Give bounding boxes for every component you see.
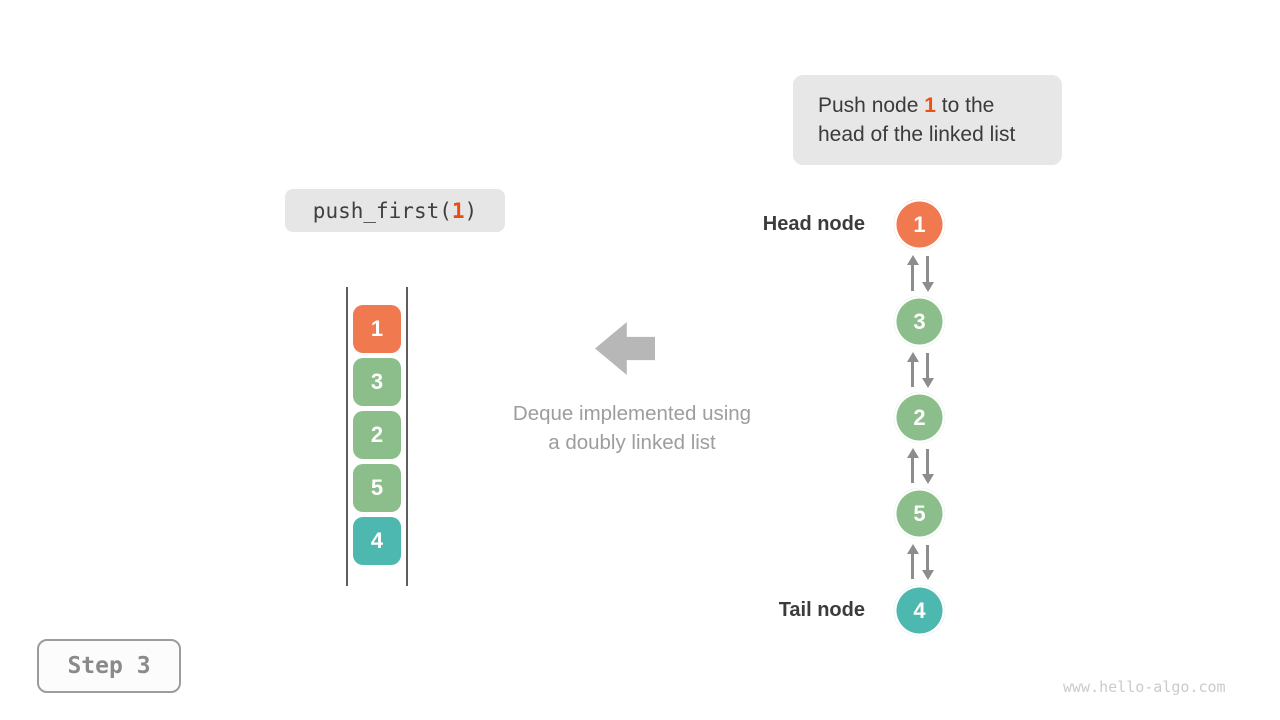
link-arrows	[905, 448, 935, 484]
deque-stack-view: 1 3 2 5 4	[346, 287, 408, 586]
link-arrows	[905, 352, 935, 388]
stack-item: 3	[353, 358, 401, 406]
explanation-line-1: Push node 1 to the	[818, 91, 1062, 120]
explanation-text: to the	[935, 94, 995, 117]
head-node-label: Head node	[762, 213, 865, 235]
arrow-down-icon	[921, 353, 934, 388]
site-watermark: www.hello-algo.com	[1063, 678, 1226, 696]
code-text: push_first(	[312, 198, 452, 223]
deque-caption: Deque implemented using a doubly linked …	[452, 399, 812, 457]
arrow-up-icon	[906, 352, 919, 387]
list-node: 1	[891, 196, 948, 253]
stack-item: 5	[353, 464, 401, 512]
operation-code-box: push_first(1)	[285, 189, 505, 232]
stack-item: 4	[353, 517, 401, 565]
arrow-up-icon	[906, 255, 919, 291]
highlighted-node-value: 1	[924, 94, 936, 117]
arrow-down-icon	[921, 545, 934, 580]
code-argument: 1	[451, 198, 465, 223]
explanation-line-2: head of the linked list	[818, 123, 1016, 146]
explanation-bubble: Push node 1 to the head of the linked li…	[793, 75, 1062, 165]
arrow-up-icon	[906, 544, 919, 579]
list-node: 2	[891, 389, 948, 446]
tail-node-label: Tail node	[778, 599, 865, 621]
code-text: )	[464, 198, 478, 223]
step-badge: Step 3	[37, 639, 181, 693]
stack-item: 2	[353, 411, 401, 459]
explanation-text: Push node	[818, 94, 925, 117]
arrow-up-icon	[906, 448, 919, 483]
list-node: 5	[891, 485, 948, 542]
link-arrows	[905, 255, 935, 292]
link-arrows	[905, 544, 935, 580]
arrow-down-icon	[921, 256, 934, 292]
caption-line-1: Deque implemented using	[512, 402, 752, 425]
caption-line-2: a doubly linked list	[548, 431, 716, 454]
list-node: 4	[891, 582, 948, 639]
left-block-arrow-icon	[595, 322, 655, 375]
stack-item: 1	[353, 305, 401, 353]
list-node: 3	[891, 293, 948, 350]
arrow-down-icon	[921, 449, 934, 484]
